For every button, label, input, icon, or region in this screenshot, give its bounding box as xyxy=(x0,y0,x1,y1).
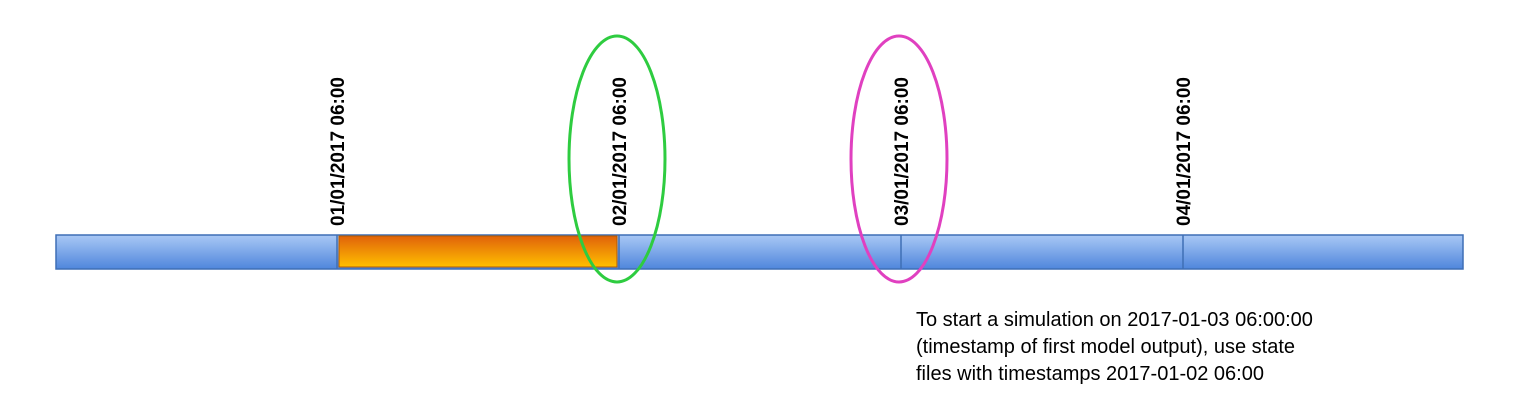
highlight-segment xyxy=(338,235,618,268)
tick-label: 01/01/2017 06:00 xyxy=(328,77,349,226)
tick-labels: 01/01/2017 06:00 02/01/2017 06:00 03/01/20… xyxy=(328,77,1195,226)
tick-label: 03/01/2017 06:00 xyxy=(892,77,913,226)
tick-label: 04/01/2017 06:00 xyxy=(1174,77,1195,226)
timeline-bar xyxy=(55,234,1464,270)
green-circle xyxy=(567,34,667,284)
caption: To start a simulation on 2017-01-03 06:0… xyxy=(916,307,1396,388)
tick-lines xyxy=(336,235,1184,269)
annotation-circles xyxy=(567,34,949,284)
tick-label: 02/01/2017 06:00 xyxy=(610,77,631,226)
caption-line-3: files with timestamps 2017-01-02 06:00 xyxy=(916,363,1264,385)
caption-line-1: To start a simulation on 2017-01-03 06:0… xyxy=(916,309,1313,331)
caption-line-2: (timestamp of first model output), use s… xyxy=(916,336,1296,358)
magenta-circle xyxy=(849,34,949,284)
